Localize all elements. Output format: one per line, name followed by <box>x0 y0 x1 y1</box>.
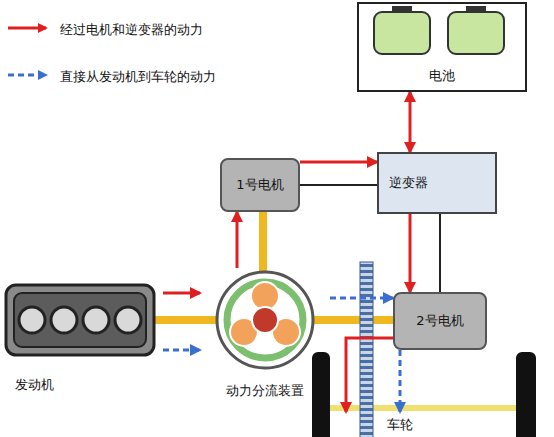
legend-entry: 经过电机和逆变器的动力 <box>60 19 203 38</box>
battery-terminal <box>392 6 412 13</box>
legend-blue-arrow <box>8 74 46 77</box>
node-label: 逆变器 <box>389 175 428 191</box>
node-label: 2号电机 <box>416 313 463 329</box>
engine: 发动机 <box>3 285 163 397</box>
wire <box>300 184 377 186</box>
legend-entry: 直接从发动机到车轮的动力 <box>60 66 216 85</box>
wire <box>439 214 441 292</box>
battery-cell <box>448 12 504 54</box>
direct-power-arrow <box>163 349 200 352</box>
electric-power-arrow <box>409 92 412 152</box>
motor-box: 1号电机 <box>220 158 300 212</box>
node-label: 电池 <box>429 68 455 84</box>
cylinder <box>115 307 141 333</box>
carrier <box>227 282 303 358</box>
motor-box: 2号电机 <box>393 292 487 350</box>
battery-terminal <box>466 6 486 13</box>
wheels: 车轮 <box>335 412 505 435</box>
node-label: 动力分流装置 <box>226 383 304 399</box>
planet-gear <box>251 282 279 310</box>
battery-box: 电池 <box>357 2 527 92</box>
reduction-gear <box>360 262 373 437</box>
node-label: 1号电机 <box>236 177 283 193</box>
shaft <box>259 212 267 275</box>
electric-power-arrow <box>300 161 377 164</box>
wheel <box>516 352 536 437</box>
direct-power-arrow <box>330 297 393 300</box>
battery-cell <box>374 12 430 54</box>
node-label: 车轮 <box>387 417 413 433</box>
engine-block <box>6 285 154 355</box>
ring-gear <box>217 272 313 368</box>
cylinder <box>51 307 77 333</box>
wheel <box>312 352 330 437</box>
legend-text: 经过电机和逆变器的动力 <box>60 22 203 37</box>
sun-gear <box>252 307 278 333</box>
legend-text: 直接从发动机到车轮的动力 <box>60 69 216 84</box>
engine-head <box>14 293 146 347</box>
axle <box>330 405 516 411</box>
electric-power-arrow <box>236 212 239 268</box>
electric-power-arrow <box>163 292 200 295</box>
cylinder <box>19 307 45 333</box>
electric-power-arrow <box>346 338 393 412</box>
direct-power-arrow <box>399 350 402 412</box>
legend-red-arrow <box>8 27 46 30</box>
cylinder <box>83 307 109 333</box>
power-split-device: 动力分流装置 <box>200 268 330 403</box>
node-label: 发动机 <box>15 377 54 393</box>
electric-power-arrow <box>409 214 412 292</box>
inverter-box: 逆变器 <box>377 152 497 214</box>
